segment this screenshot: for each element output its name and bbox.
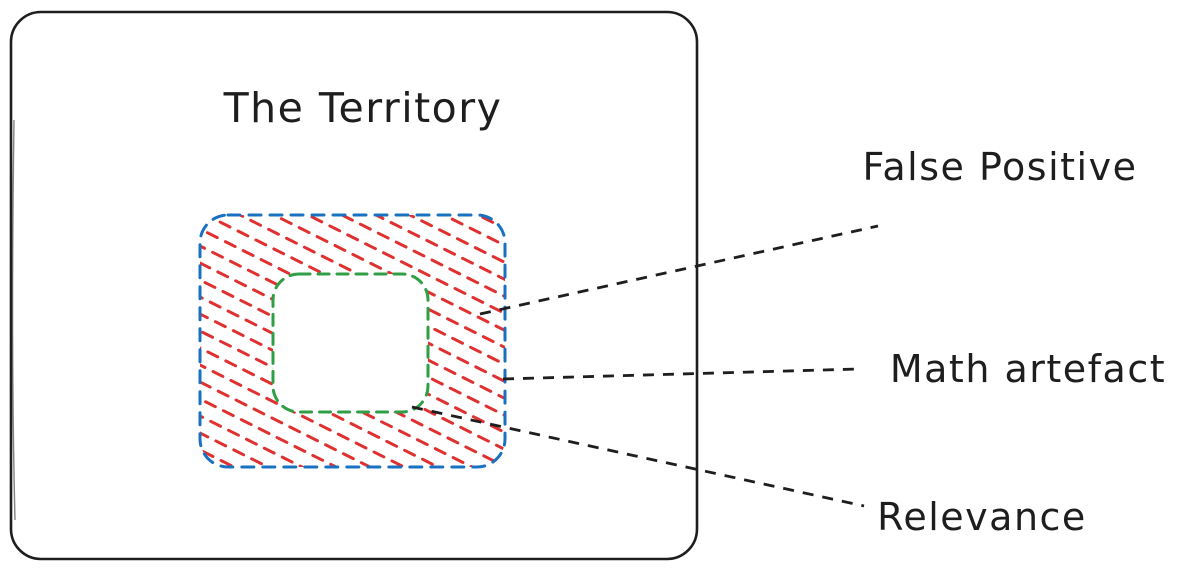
hatch-line xyxy=(200,215,202,467)
hatch-line xyxy=(408,215,505,467)
hatch-line xyxy=(200,215,406,467)
territory-title: The Territory xyxy=(223,84,503,132)
hatch-line xyxy=(272,215,505,467)
label-math-artefact: Math artefact xyxy=(890,347,1166,391)
hatch-line xyxy=(306,215,505,467)
hatch-line xyxy=(200,215,304,467)
territory-frame xyxy=(9,10,699,561)
math-artefact-rect xyxy=(198,213,507,469)
hatch-line xyxy=(200,215,338,467)
hatch-line xyxy=(374,215,505,467)
relevance-rect xyxy=(271,272,430,414)
hatch-line xyxy=(204,215,505,467)
hatch-line xyxy=(476,215,505,467)
territory-frame-sketch-stroke xyxy=(11,119,16,521)
label-relevance: Relevance xyxy=(877,495,1087,539)
false-positive-hatch xyxy=(200,215,505,467)
hatch-line xyxy=(238,215,505,467)
label-false-positive: False Positive xyxy=(863,145,1138,189)
connector-false-positive xyxy=(479,224,879,316)
connector-math-artefact xyxy=(502,367,859,381)
hatch-line xyxy=(200,215,440,467)
hatch-line xyxy=(200,215,505,467)
hatch-line xyxy=(200,215,505,467)
hatch-line xyxy=(200,215,474,467)
connector-relevance xyxy=(411,405,865,508)
